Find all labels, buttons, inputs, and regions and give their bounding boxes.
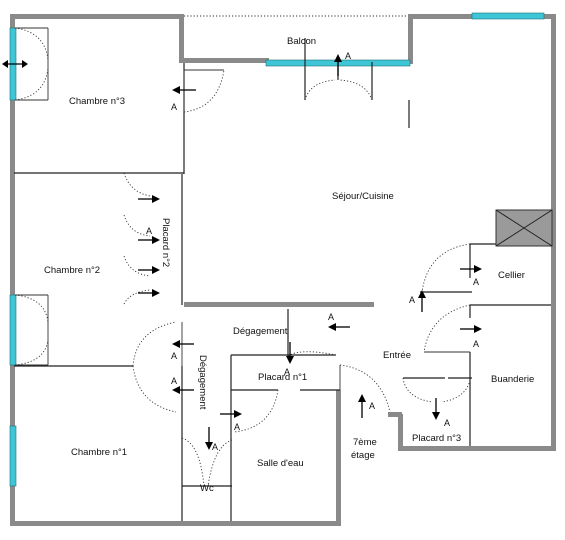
kitchen-box bbox=[495, 209, 553, 247]
label-etage-line2: étage bbox=[351, 450, 375, 461]
room-label-placard3: Placard n°3 bbox=[412, 433, 461, 444]
marker-a: A bbox=[234, 422, 240, 432]
wall-middle bbox=[184, 302, 374, 307]
room-label-buanderie: Buanderie bbox=[491, 374, 534, 385]
chambre3-window-arrow bbox=[2, 60, 28, 68]
room-label-degagement: Dégagement bbox=[233, 326, 288, 337]
marker-a: A bbox=[171, 376, 177, 386]
room-labels: Balcon Chambre n°3 Séjour/Cuisine Chambr… bbox=[44, 36, 534, 494]
room-label-placard2: Placard n°2 bbox=[160, 218, 171, 267]
section-markers: A A A A A A A A A A A A A A bbox=[146, 51, 479, 452]
room-label-placard1: Placard n°1 bbox=[258, 372, 307, 383]
marker-a: A bbox=[369, 401, 375, 411]
room-label-chambre3: Chambre n°3 bbox=[69, 96, 125, 107]
windows bbox=[9, 12, 545, 487]
marker-a: A bbox=[212, 442, 218, 452]
partitions bbox=[14, 38, 551, 521]
wall-left bbox=[10, 14, 15, 526]
marker-a: A bbox=[409, 295, 415, 305]
marker-a: A bbox=[345, 51, 351, 61]
room-label-degagement-side: Dégagement bbox=[197, 355, 208, 410]
wall-top-left bbox=[10, 14, 184, 19]
room-label-salle-eau: Salle d'eau bbox=[257, 458, 304, 469]
door-swings bbox=[14, 27, 471, 487]
section-arrows bbox=[138, 54, 482, 450]
room-label-cellier: Cellier bbox=[498, 270, 525, 281]
marker-a: A bbox=[171, 102, 177, 112]
room-label-sejour: Séjour/Cuisine bbox=[332, 191, 394, 202]
wall-balcony-left bbox=[179, 14, 184, 60]
wall-bottom-right bbox=[398, 446, 556, 451]
room-label-wc: Wc bbox=[200, 483, 214, 494]
wall-balcony-base bbox=[179, 58, 269, 63]
wall-bottom-step bbox=[336, 390, 341, 526]
wall-entrance-stub bbox=[388, 412, 402, 417]
window-chambre2 bbox=[9, 294, 17, 366]
marker-a: A bbox=[328, 312, 334, 322]
marker-a: A bbox=[146, 226, 152, 236]
room-label-balcon: Balcon bbox=[287, 36, 316, 47]
wall-right bbox=[551, 14, 556, 450]
marker-a: A bbox=[171, 351, 177, 361]
window-chambre1 bbox=[9, 425, 17, 487]
wall-balcony-right bbox=[408, 14, 413, 64]
window-top-right bbox=[471, 12, 545, 20]
marker-a: A bbox=[284, 367, 290, 377]
room-label-entree: Entrée bbox=[383, 350, 411, 361]
room-label-chambre1: Chambre n°1 bbox=[71, 447, 127, 458]
marker-a: A bbox=[473, 277, 479, 287]
marker-a: A bbox=[473, 339, 479, 349]
wall-entrance-post bbox=[398, 414, 403, 450]
room-label-chambre2: Chambre n°2 bbox=[44, 265, 100, 276]
marker-a: A bbox=[444, 418, 450, 428]
label-etage-line1: 7ème bbox=[353, 437, 377, 448]
wall-bottom bbox=[10, 521, 340, 526]
